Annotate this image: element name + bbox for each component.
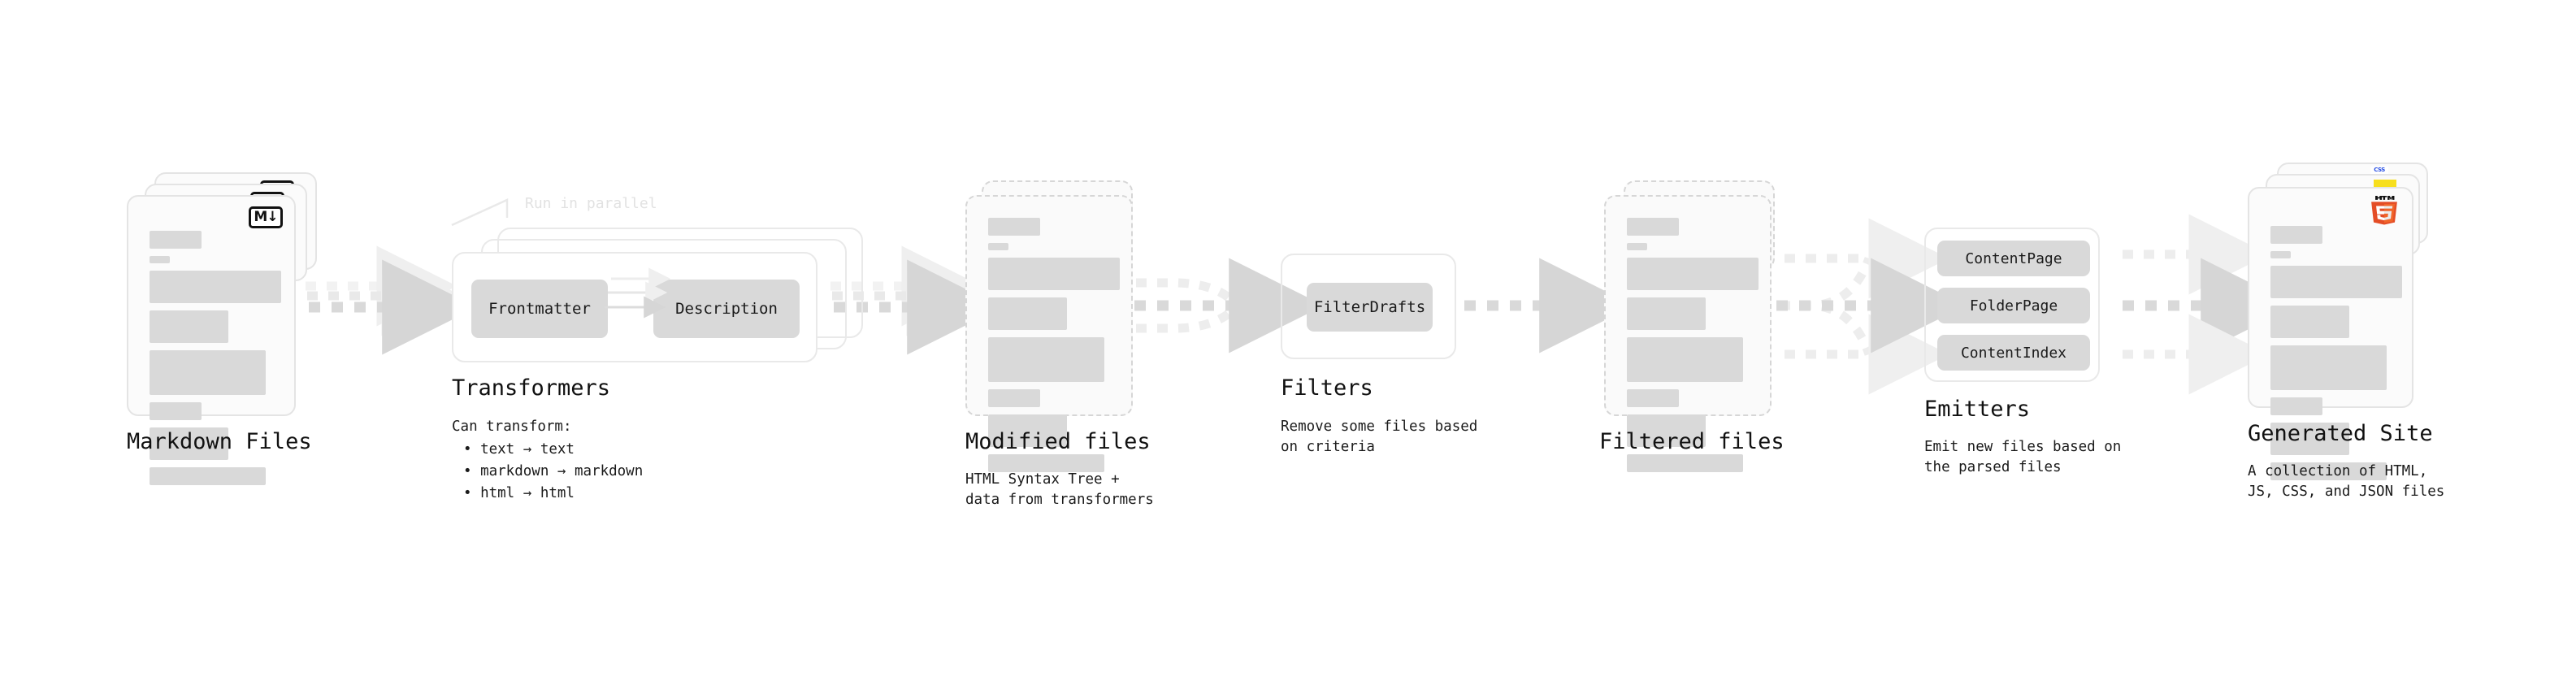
skeleton-line — [1627, 414, 1706, 447]
connector-markdown-to-transformers — [306, 245, 478, 355]
emitters-subtitle: Emit new files based on the parsed files — [1924, 439, 2122, 476]
skeleton-line — [150, 310, 228, 343]
filtered-sheet-front — [1604, 195, 1772, 472]
filters-subtitle: Remove some files based on criteria — [1281, 419, 1478, 456]
transformers-bullet-2: • html → html — [463, 485, 575, 501]
skeleton-line — [1627, 337, 1743, 382]
skeleton-line — [988, 454, 1104, 472]
skeleton-line — [2270, 266, 2402, 298]
skeleton-line — [150, 231, 202, 249]
connector-filtered-to-emitters — [1776, 218, 1967, 395]
skeleton-line — [2270, 423, 2349, 455]
markdown-sheet-front: M↓ — [127, 195, 296, 485]
modified-files-subtitle: HTML Syntax Tree + data from transformer… — [965, 471, 1154, 509]
markdown-badge-front: M↓ — [249, 206, 283, 228]
modified-sheet-front — [965, 195, 1133, 472]
transformers-bullet-1: • markdown → markdown — [463, 463, 644, 479]
skeleton-line — [1627, 297, 1706, 330]
skeleton-line — [1627, 243, 1647, 250]
emitters-title: Emitters — [1924, 397, 2031, 422]
emitters-container: ContentPage FolderPage ContentIndex — [1924, 228, 2100, 382]
skeleton-line — [988, 258, 1120, 290]
skeleton-line — [2270, 397, 2322, 415]
skeleton-line — [1627, 218, 1679, 236]
skeleton-line — [150, 271, 281, 303]
transformer-node-frontmatter[interactable]: Frontmatter — [471, 280, 608, 338]
skeleton-line — [150, 402, 202, 420]
transformer-node-description[interactable]: Description — [653, 280, 800, 338]
site-sheet-front — [2248, 187, 2413, 480]
transformers-subtitle: Can transform: — [452, 419, 572, 435]
generated-site-subtitle: A collection of HTML, JS, CSS, and JSON … — [2248, 463, 2445, 501]
connector-emitters-to-site — [2123, 214, 2296, 395]
filters-title: Filters — [1281, 375, 1373, 401]
connector-modified-to-filters — [1134, 258, 1325, 354]
skeleton-line — [150, 350, 266, 395]
filter-node-filterdrafts[interactable]: FilterDrafts — [1307, 283, 1433, 332]
skeleton-line — [150, 467, 266, 485]
emitter-node-contentpage[interactable]: ContentPage — [1937, 241, 2090, 276]
emitter-node-folderpage[interactable]: FolderPage — [1937, 288, 2090, 323]
filters-container: FilterDrafts — [1281, 254, 1456, 359]
skeleton-line — [988, 297, 1067, 330]
skeleton-line — [988, 337, 1104, 382]
skeleton-line — [150, 427, 228, 460]
modified-skeleton-lines — [988, 218, 1120, 479]
skeleton-line — [2270, 345, 2387, 390]
run-in-parallel-leader — [451, 198, 509, 227]
skeleton-line — [988, 414, 1067, 447]
transformers-title: Transformers — [452, 375, 611, 401]
generated-site-title: Generated Site — [2248, 421, 2433, 446]
run-in-parallel-label: Run in parallel — [525, 195, 657, 212]
modified-files-title: Modified files — [965, 429, 1151, 454]
skeleton-line — [1627, 389, 1679, 407]
filtered-skeleton-lines — [1627, 218, 1759, 479]
skeleton-line — [150, 256, 170, 263]
skeleton-line — [2270, 251, 2291, 258]
transformers-bullet-0: • text → text — [463, 441, 575, 458]
skeleton-line — [1627, 258, 1759, 290]
html5-icon — [2370, 193, 2399, 228]
skeleton-line — [988, 389, 1040, 407]
skeleton-line — [2270, 226, 2322, 244]
skeleton-line — [988, 218, 1040, 236]
skeleton-line — [1627, 454, 1743, 472]
skeleton-line — [2270, 462, 2387, 480]
skeleton-line — [988, 243, 1008, 250]
skeleton-line — [2270, 306, 2349, 338]
transformer-container-front: Frontmatter Description — [452, 252, 817, 362]
filtered-files-title: Filtered files — [1599, 429, 1785, 454]
markdown-skeleton-lines — [150, 231, 281, 492]
site-skeleton-lines — [2270, 226, 2402, 488]
emitter-node-contentindex[interactable]: ContentIndex — [1937, 335, 2090, 371]
markdown-files-title: Markdown Files — [127, 429, 312, 454]
